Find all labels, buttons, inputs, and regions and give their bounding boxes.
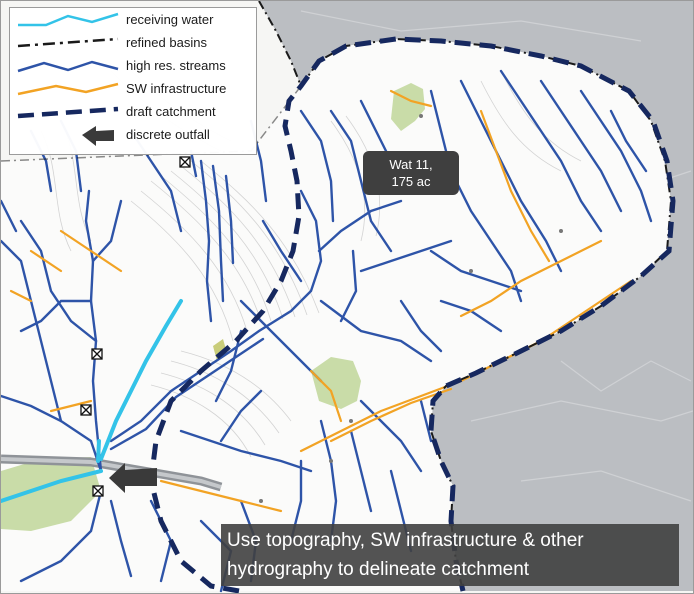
- park-area-central: [311, 357, 361, 409]
- draft-catchment-line-icon: [17, 106, 119, 119]
- map-legend: receiving water refined basins high res.…: [9, 7, 257, 155]
- high-res-streams-line-icon: [17, 60, 119, 73]
- outfall-marker: [179, 156, 191, 168]
- outfall-markers: [80, 156, 191, 497]
- legend-item-receiving-water: receiving water: [10, 11, 256, 29]
- basin-interior: [1, 39, 671, 591]
- receiving-water-line-icon: [18, 12, 119, 27]
- discrete-outfall-arrow-icon: [109, 463, 157, 493]
- catchment-label-line2: 175 ac: [391, 174, 431, 189]
- receiving-water: [1, 299, 183, 503]
- legend-item-discrete-outfall: discrete outfall: [10, 126, 256, 146]
- outfall-marker: [80, 404, 92, 416]
- refined-basin-boundary: [300, 37, 673, 592]
- caption-line2: hydrography to delineate catchment: [227, 559, 530, 580]
- arrow-icon: [82, 126, 114, 146]
- outfall-marker: [92, 485, 104, 497]
- outside-basin-area: [259, 1, 693, 591]
- sw-infrastructure-line-icon: [17, 82, 119, 96]
- catchment-label: Wat 11, 175 ac: [363, 151, 459, 195]
- draft-catchment-boundary: [148, 36, 676, 593]
- legend-item-refined-basins: refined basins: [10, 34, 256, 52]
- legend-label: refined basins: [126, 35, 207, 50]
- legend-item-sw-infrastructure: SW infrastructure: [10, 80, 256, 98]
- caption-line1: Use topography, SW infrastructure & othe…: [227, 530, 584, 551]
- legend-label: SW infrastructure: [126, 81, 227, 96]
- catchment-label-line1: Wat 11,: [389, 157, 433, 172]
- legend-item-draft-catchment: draft catchment: [10, 103, 256, 121]
- legend-label: receiving water: [126, 12, 214, 27]
- refined-basins-line-icon: [17, 37, 119, 48]
- legend-item-high-res-streams: high res. streams: [10, 57, 256, 75]
- map-caption: Use topography, SW infrastructure & othe…: [221, 524, 679, 586]
- outfall-marker: [91, 348, 103, 360]
- legend-label: discrete outfall: [126, 127, 210, 142]
- legend-label: high res. streams: [126, 58, 226, 73]
- legend-label: draft catchment: [126, 104, 216, 119]
